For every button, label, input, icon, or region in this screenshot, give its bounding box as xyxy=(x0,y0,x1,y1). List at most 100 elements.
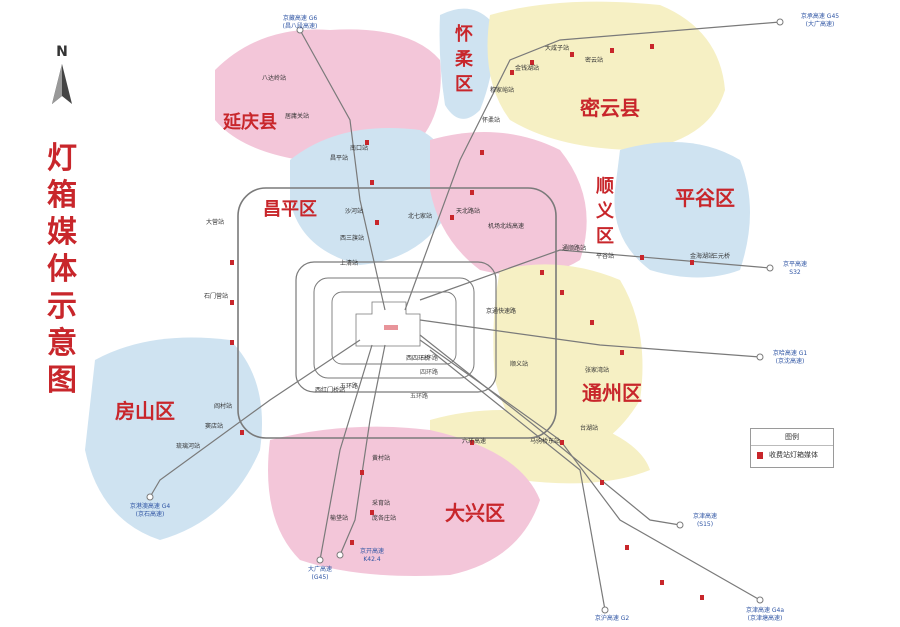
station-label: 榆垡站 xyxy=(330,514,348,522)
station-label: 马驹桥东站 xyxy=(530,437,560,445)
station-label: 张家湾站 xyxy=(585,366,609,374)
ring-label-r5: 五环路 xyxy=(410,392,428,400)
road-g45s-line xyxy=(319,344,373,561)
road-label-jkj-km: K42.4 xyxy=(363,556,380,563)
title-char-4: 体 xyxy=(47,252,78,287)
road-label-s32: 京平高速 xyxy=(783,260,807,268)
flag xyxy=(570,52,574,57)
flag xyxy=(640,255,644,260)
region-shunyi xyxy=(493,264,643,460)
road-label-g2: 京沪高速 G2 xyxy=(595,614,630,622)
district-daxing: 大兴区 xyxy=(445,501,505,525)
district-shunyi-2: 义 xyxy=(596,200,614,222)
station-label: 六环高速 xyxy=(462,437,486,445)
flag xyxy=(590,320,594,325)
region-changping xyxy=(290,128,452,265)
road-g2-line xyxy=(419,339,761,601)
terminal-g6 xyxy=(296,26,304,34)
road-label-g4: 京港澳高速 G4 xyxy=(130,502,171,510)
terminal-g45s xyxy=(316,556,324,564)
station-label: 庞各庄站 xyxy=(372,514,396,522)
ring-5 xyxy=(295,261,497,393)
district-miyun: 密云县 xyxy=(580,96,640,120)
road-label-g45-sub: (大广高速) xyxy=(806,20,835,28)
flag xyxy=(375,220,379,225)
legend-item-label: 收费站灯箱媒体 xyxy=(769,451,818,459)
flag xyxy=(700,595,704,600)
station-label: 天北路站 xyxy=(456,207,480,215)
station-label: 通顺路站 xyxy=(562,244,586,252)
station-label: 窦店站 xyxy=(205,422,223,430)
center-marker xyxy=(384,325,398,330)
compass-arrow-shade xyxy=(52,64,62,104)
terminals xyxy=(146,18,784,614)
station-label: 密云站 xyxy=(585,56,603,64)
ring-label-r4: 四环路 xyxy=(420,368,438,376)
ring-label-r3: 三环路 xyxy=(420,354,438,362)
station-label: 西三旗站 xyxy=(340,234,364,242)
district-shunyi-1: 顺 xyxy=(596,176,614,197)
region-changping-pink xyxy=(430,132,587,276)
flag xyxy=(540,270,544,275)
station-label: 阎村站 xyxy=(214,402,232,410)
flag xyxy=(470,190,474,195)
station-label: 石门营站 xyxy=(204,292,228,300)
station-label: 昌平站 xyxy=(330,154,348,162)
flag xyxy=(690,260,694,265)
flag-icon xyxy=(757,451,763,459)
station-label: 京通快速路 xyxy=(486,307,516,315)
station-label: 金海湖站 xyxy=(690,252,714,260)
flag xyxy=(450,215,454,220)
title-char-1: 灯 xyxy=(47,141,77,176)
terminal-g45 xyxy=(776,18,784,26)
station-label: 西红门桥站 xyxy=(315,386,345,394)
flag xyxy=(610,48,614,53)
district-huairou-2: 柔 xyxy=(455,49,474,70)
road-label-g0: 京津高速 G4a xyxy=(746,606,784,614)
station-label: 三元桥 xyxy=(712,252,730,260)
terminal-g2 xyxy=(756,596,764,604)
ring-3 xyxy=(331,291,457,365)
flag xyxy=(650,44,654,49)
station-label: 沙河站 xyxy=(345,207,363,215)
flag xyxy=(510,70,514,75)
flag xyxy=(660,580,664,585)
flag xyxy=(480,150,484,155)
road-label-g1: 京哈高速 G1 xyxy=(773,349,808,357)
flag xyxy=(600,480,604,485)
station-label: 上清站 xyxy=(340,259,358,267)
road-label-s32-code: S32 xyxy=(789,269,801,276)
station-label: 台湖站 xyxy=(580,424,598,432)
flag xyxy=(470,440,474,445)
flag xyxy=(360,470,364,475)
district-huairou-1: 怀 xyxy=(455,24,473,45)
road-label-g4-sub: (京石高速) xyxy=(136,510,165,518)
road-label-jkj: 京开高速 xyxy=(360,547,384,555)
station-label: 采育站 xyxy=(372,499,390,507)
terminal-s15 xyxy=(676,521,684,529)
road-g6-line xyxy=(299,29,386,311)
flag xyxy=(620,350,624,355)
road-label-g6-sub: (昌八段高速) xyxy=(283,22,318,30)
title-char-2: 箱 xyxy=(47,178,77,213)
legend: 图例 收费站灯箱媒体 xyxy=(750,428,834,468)
flag xyxy=(560,290,564,295)
flag xyxy=(230,300,234,305)
road-g45-line xyxy=(404,21,781,311)
terminal-g2s xyxy=(601,606,609,614)
flag xyxy=(240,430,244,435)
station-label: 顺义站 xyxy=(510,360,528,368)
region-fangshan xyxy=(85,337,262,540)
road-label-g45s: 大广高速 xyxy=(308,565,332,573)
road-label-s15-code: (S15) xyxy=(697,521,713,528)
terminal-g1 xyxy=(756,353,764,361)
district-huairou-3: 区 xyxy=(455,74,473,95)
compass: N xyxy=(52,44,72,104)
road-label-g6: 京藏高速 G6 xyxy=(283,14,318,22)
region-yanqing xyxy=(215,29,441,160)
title-char-3: 媒 xyxy=(47,215,78,250)
road-label-g1-sub: (京沈高速) xyxy=(776,357,805,365)
road-label-g0-sub: (京津塘高速) xyxy=(748,614,783,622)
flag xyxy=(350,540,354,545)
